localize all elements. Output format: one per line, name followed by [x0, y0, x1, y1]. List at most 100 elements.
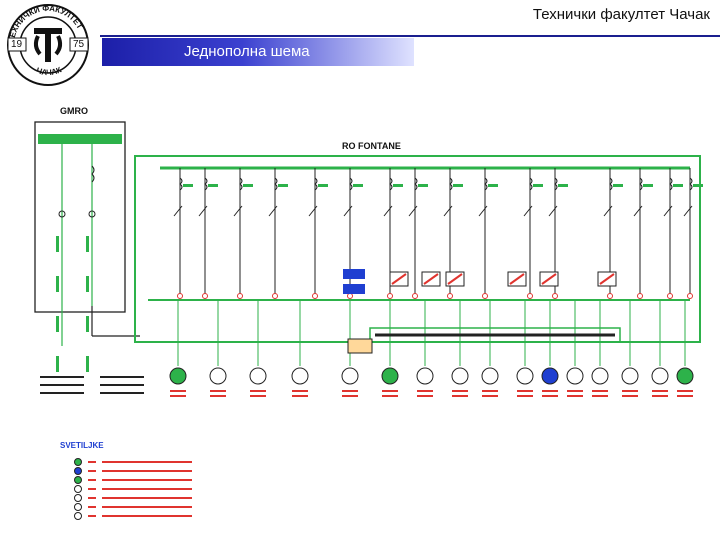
green-tag [353, 184, 363, 187]
load-symbol [209, 367, 227, 385]
load-label-bar [677, 395, 693, 397]
terminal-point [687, 293, 693, 299]
terminal-point [412, 293, 418, 299]
vertical-label [86, 276, 89, 292]
info-text-bar [100, 384, 144, 386]
load-symbol [291, 367, 309, 385]
ro-fontane-box [134, 155, 701, 343]
terminal-point [177, 293, 183, 299]
legend-code [88, 497, 96, 499]
legend-text [102, 506, 192, 508]
fuse-symbol [274, 177, 278, 191]
info-text-bar [100, 376, 144, 378]
load-label-bar [542, 390, 558, 392]
header-title: Технички факултет Чачак [532, 6, 710, 23]
fuse-symbol [554, 177, 558, 191]
load-symbol [566, 367, 584, 385]
switch-symbol [683, 205, 693, 217]
load-label-bar [677, 390, 693, 392]
transformer-mark [391, 273, 407, 285]
load-label-bar [250, 390, 266, 392]
load-symbol [591, 367, 609, 385]
load-label-bar [382, 395, 398, 397]
vertical-label [86, 236, 89, 252]
legend-swatch [74, 458, 82, 466]
legend-code [88, 515, 96, 517]
terminal-point [527, 293, 533, 299]
green-tag [418, 184, 428, 187]
load-symbol [541, 367, 559, 385]
load-label-bar [517, 395, 533, 397]
contactor-box [347, 338, 373, 354]
load-label-bar [417, 390, 433, 392]
blue-device-1 [343, 269, 365, 279]
fuse-symbol [689, 177, 693, 191]
switch-symbol [343, 205, 353, 217]
legend-text [102, 515, 192, 517]
load-symbol [341, 367, 359, 385]
load-label-bar [382, 390, 398, 392]
fuse-symbol [449, 177, 453, 191]
blue-device-2 [343, 284, 365, 294]
green-tag [393, 184, 403, 187]
gmro-label: GMRO [60, 106, 88, 116]
vertical-label [56, 236, 59, 252]
gmro-box [34, 121, 126, 313]
legend-swatch [74, 503, 82, 511]
load-label-bar [210, 390, 226, 392]
vertical-label [86, 316, 89, 332]
single-line-diagram: GMRO RO FONTANE SVETILJKE [30, 96, 710, 526]
legend-code [88, 470, 96, 472]
legend-swatch [74, 476, 82, 484]
green-tag [533, 184, 543, 187]
green-tag [673, 184, 683, 187]
legend-code [88, 461, 96, 463]
load-label-bar [292, 395, 308, 397]
info-text-bar [40, 376, 84, 378]
green-tag [318, 184, 328, 187]
terminal-point [552, 293, 558, 299]
legend-swatch [74, 494, 82, 502]
load-label-bar [592, 395, 608, 397]
vertical-label [86, 356, 89, 372]
load-symbol [676, 367, 694, 385]
feeder-group [40, 168, 703, 397]
switch-symbol [443, 205, 453, 217]
switch-symbol [308, 205, 318, 217]
switch-symbol [633, 205, 643, 217]
terminal-point [447, 293, 453, 299]
load-label-bar [592, 390, 608, 392]
fuse-symbol [609, 177, 613, 191]
load-label-bar [292, 390, 308, 392]
switch-symbol [233, 205, 243, 217]
info-text-bar [40, 384, 84, 386]
load-label-bar [622, 395, 638, 397]
info-text-bar [100, 392, 144, 394]
svg-text:ЧАЧАК: ЧАЧАК [35, 65, 63, 77]
switch-symbol [478, 205, 488, 217]
legend-code [88, 506, 96, 508]
switch-symbol [268, 205, 278, 217]
fuse-symbol [389, 177, 393, 191]
header-divider [100, 35, 720, 37]
ro-fontane-label: RO FONTANE [342, 141, 401, 151]
switch-symbol [548, 205, 558, 217]
load-label-bar [210, 395, 226, 397]
load-label-bar [250, 395, 266, 397]
green-tag [613, 184, 623, 187]
fuse-symbol [204, 177, 208, 191]
green-tag [488, 184, 498, 187]
load-label-bar [622, 390, 638, 392]
terminal-point [667, 293, 673, 299]
terminal-point [482, 293, 488, 299]
legend-code [88, 488, 96, 490]
load-symbol [516, 367, 534, 385]
transformer-mark [423, 273, 439, 285]
legend-swatch [74, 485, 82, 493]
transformer-mark [509, 273, 525, 285]
green-tag [183, 184, 193, 187]
legend-text [102, 470, 192, 472]
load-label-bar [482, 390, 498, 392]
fuse-symbol [179, 177, 183, 191]
vertical-label [56, 356, 59, 372]
